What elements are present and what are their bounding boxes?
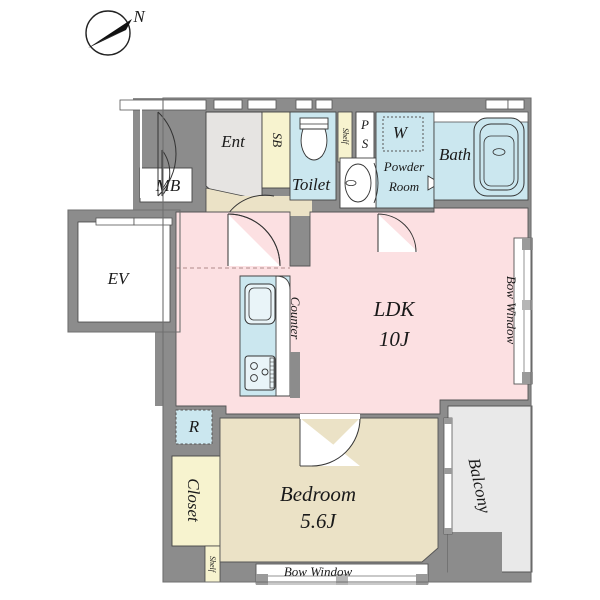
refrigerator-space xyxy=(175,409,213,445)
bow-window-right-label: Bow Window xyxy=(504,276,519,345)
room-ev xyxy=(77,217,173,323)
refrigerator-label: R xyxy=(188,417,200,436)
washer-space xyxy=(382,116,424,152)
kitchen-counter xyxy=(239,275,300,398)
bow-window-right xyxy=(513,237,533,385)
kitchen-sink xyxy=(244,283,276,325)
north-label: N xyxy=(132,7,146,26)
north-arrow-icon xyxy=(85,10,132,56)
ldk-door-left xyxy=(227,213,281,267)
ev-label: EV xyxy=(107,269,131,288)
room-toilet xyxy=(289,99,337,201)
toilet-label: Toilet xyxy=(292,175,331,194)
bathtub xyxy=(473,117,525,197)
entry-vestibule xyxy=(205,187,312,216)
stove-burners xyxy=(244,355,276,391)
outline-overlay xyxy=(67,97,532,583)
ldk-door-right xyxy=(377,213,418,253)
ps-label-s: S xyxy=(362,136,369,151)
entry-door-swing xyxy=(140,108,177,198)
room-bedroom xyxy=(219,414,439,563)
shelf-bottom-label: Shelf xyxy=(208,556,217,574)
bath-label: Bath xyxy=(439,145,471,164)
sink-basin xyxy=(339,157,379,209)
powder-label-line1: Powder xyxy=(383,159,425,174)
closet-label: Closet xyxy=(184,478,203,523)
ldk-area-label: 10J xyxy=(379,327,411,351)
powder-label-line2: Room xyxy=(388,179,419,194)
room-sb xyxy=(261,111,291,189)
counter-label: Counter xyxy=(288,297,303,341)
bedroom-label: Bedroom xyxy=(280,482,356,506)
ent-label: Ent xyxy=(220,132,246,151)
sb-label: SB xyxy=(270,133,285,148)
bow-window-bottom-label: Bow Window xyxy=(284,564,353,579)
ldk-label: LDK xyxy=(373,297,416,321)
balcony xyxy=(443,405,533,574)
ps-label-p: P xyxy=(360,117,369,132)
toilet-fixture xyxy=(299,117,329,161)
bedroom-area-label: 5.6J xyxy=(300,509,337,533)
washer-label: W xyxy=(393,123,409,142)
shelf-top-label: Shelf xyxy=(341,128,350,146)
room-bath xyxy=(433,99,529,201)
room-mb xyxy=(139,167,193,203)
room-powder xyxy=(339,111,441,209)
